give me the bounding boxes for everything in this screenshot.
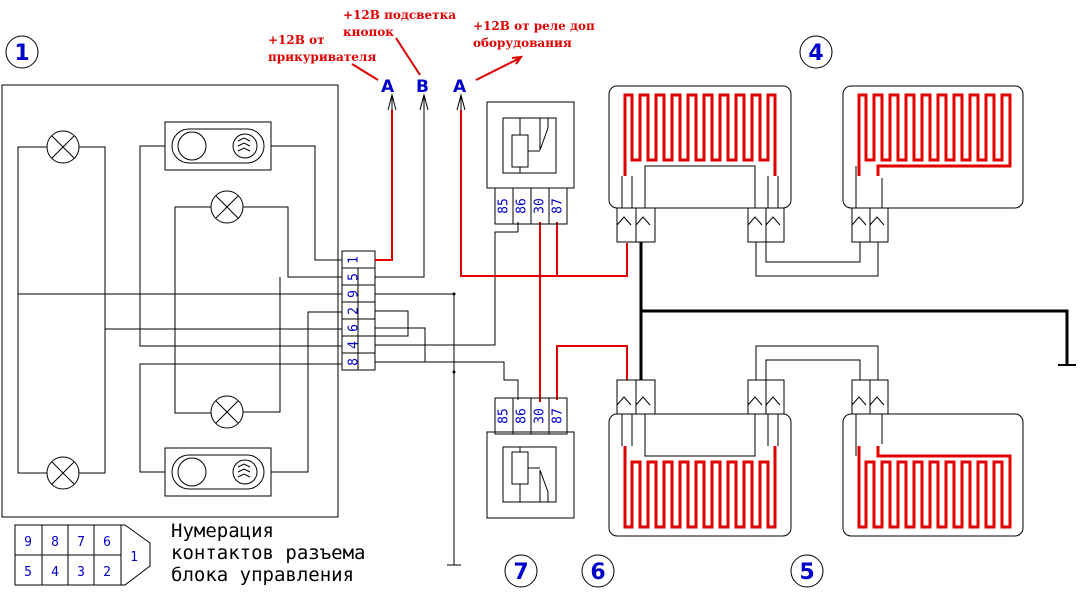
wire-b (375, 110, 425, 278)
wire-label-a1: A (381, 77, 395, 97)
relay-pin: 30 (533, 198, 548, 214)
annotation-lighter: прикуривателя (268, 50, 376, 64)
heater-switch (164, 121, 272, 171)
relay-top: 85 86 30 87 (486, 101, 575, 225)
unit-4-label: 4 (808, 41, 823, 66)
seat-heater-back-left (842, 85, 1024, 243)
indicator-lamp (210, 190, 244, 224)
seat-heater-back-right (842, 379, 1024, 537)
pinout-cell: 8 (51, 535, 59, 550)
pinout-cell: 7 (77, 535, 85, 550)
annotation-relay: +12В от реле доп (473, 19, 595, 33)
unit-1-label: 1 (14, 41, 29, 66)
relay-pin: 86 (515, 198, 530, 214)
legend-line: контактов разъема (171, 542, 365, 564)
wire-a-lighter (375, 110, 393, 261)
connector-pin: 9 (347, 290, 362, 298)
pinout-cell: 3 (77, 565, 85, 580)
pinout-cell: 9 (24, 535, 32, 550)
unit-5-label: 5 (799, 560, 814, 585)
relay-pin: 86 (515, 408, 530, 424)
seat-heater-cushion-left (608, 85, 792, 243)
seat-heater-cushion-right (608, 379, 792, 537)
unit-1-circle (5, 35, 39, 69)
legend-line: Нумерация (171, 520, 274, 542)
legend-line: блока управления (171, 564, 354, 586)
pinout-cell: 6 (103, 535, 111, 550)
annotation-relay: оборудования (473, 36, 572, 50)
control-unit: 1 (1, 35, 342, 518)
pinout-cell: 5 (24, 565, 32, 580)
wire-loop (375, 310, 409, 337)
connector-pin: 4 (347, 341, 362, 349)
connector-pin: 1 (347, 256, 362, 264)
wire-a-relay-supply (460, 110, 628, 277)
wire-label-b: B (416, 77, 429, 97)
pinout-cell: 2 (103, 565, 111, 580)
relay-pin: 87 (551, 198, 566, 214)
connector-pin: 8 (347, 358, 362, 366)
ground-bus (639, 242, 1069, 380)
heater-switch (164, 447, 272, 497)
relay-top-control-wire (375, 231, 518, 346)
control-unit-housing (1, 84, 339, 518)
pinout-cell: 4 (51, 565, 59, 580)
relay-bottom: 85 86 30 87 (486, 397, 575, 519)
indicator-lamp (210, 395, 244, 429)
indicator-lamp (46, 130, 80, 164)
annotation-backlight: кнопок (343, 25, 394, 39)
unit-7-label: 7 (513, 560, 528, 585)
annotation-lighter: +12В от (268, 33, 325, 47)
unit-6-label: 6 (590, 560, 605, 585)
wire-label-a2: A (453, 77, 467, 97)
relay-pin: 30 (533, 408, 548, 424)
connector-pinout: 9 8 7 6 5 4 3 2 1 (14, 524, 151, 586)
connector-pin: 2 (347, 307, 362, 315)
connector-pin: 5 (347, 273, 362, 281)
relay-pin: 87 (551, 408, 566, 424)
relay-pin: 85 (497, 408, 512, 424)
relay-pin: 85 (497, 198, 512, 214)
indicator-lamp (46, 456, 80, 490)
connector-pin: 6 (347, 324, 362, 332)
pinout-cell: 1 (130, 550, 138, 565)
control-unit-connector: 1 5 9 2 6 4 8 (341, 250, 376, 371)
ground-wire (375, 293, 455, 565)
annotation-backlight: +12В подсветка (343, 8, 456, 22)
